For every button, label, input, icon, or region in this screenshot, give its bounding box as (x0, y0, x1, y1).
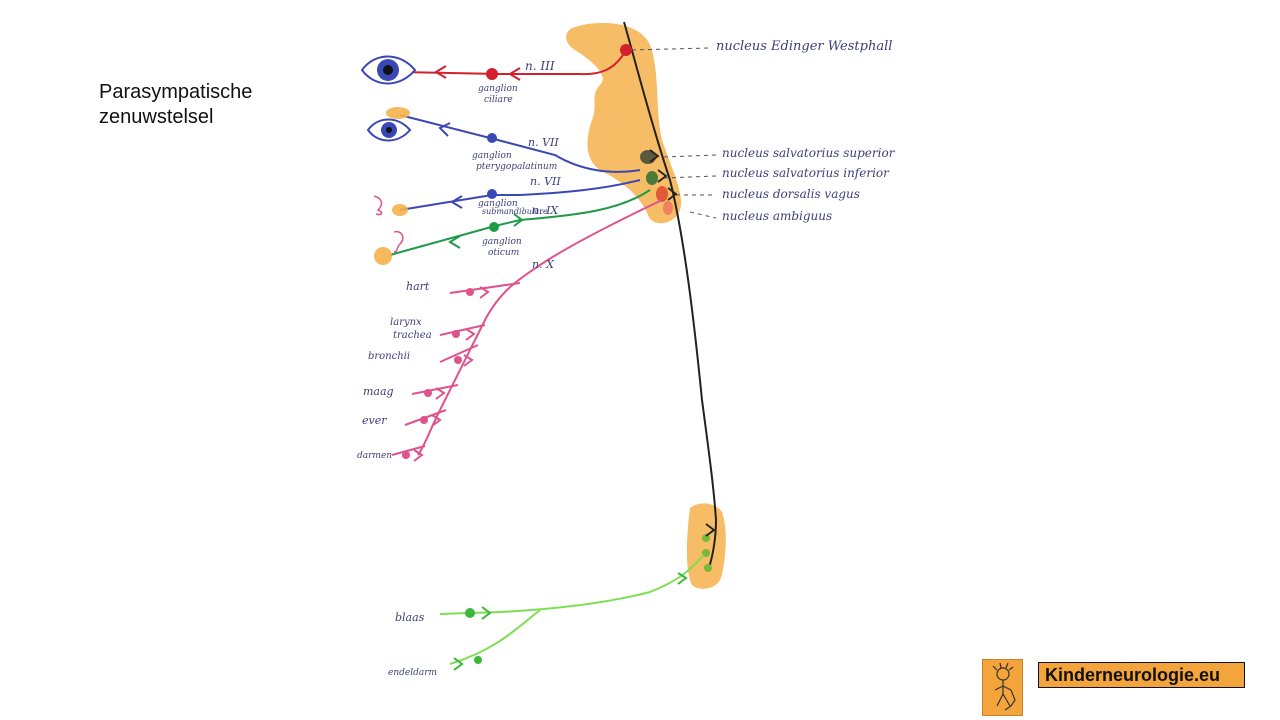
salivary-gland (392, 204, 408, 216)
label-organ-trachea: trachea (393, 330, 432, 341)
ear-icon (393, 230, 404, 253)
parotid-gland (374, 247, 392, 265)
label-ganglion-ciliare-2: ciliare (484, 95, 513, 105)
label-n7a: n. VII (528, 136, 559, 149)
n3-arrow (508, 67, 521, 81)
sacral-branch-endeldarm (449, 609, 541, 665)
label-ganglion-oticum-1: ganglion (482, 237, 522, 247)
label-organ-lever: ever (362, 414, 387, 427)
parasympathetic-diagram: nucleus Edinger Westphall nucleus salvat… (355, 15, 970, 690)
logo-text[interactable]: Kinderneurologie.eu (1038, 662, 1245, 688)
spinal-cord-line (623, 21, 718, 571)
label-organ-bronchii: bronchii (368, 351, 410, 362)
sacral-nucleus-dot-1 (702, 534, 710, 542)
title-line-2: zenuwstelsel (99, 106, 214, 128)
ganglion-blaas-dot (465, 608, 475, 618)
nerve-n7b-path (399, 179, 641, 211)
nucleus-ambiguus-dot (663, 201, 673, 215)
kinderneurologie-logo[interactable]: Kinderneurologie.eu (982, 659, 1247, 716)
label-ganglion-submand-1: ganglion (478, 199, 518, 209)
label-ganglion-ptery-1: ganglion (472, 151, 512, 161)
ganglion-endeldarm-dot (474, 656, 482, 664)
vagus-arrowheads (413, 286, 490, 462)
logo-figure-icon (982, 659, 1023, 716)
sacral-arrowheads (453, 572, 688, 671)
label-nucleus-sal-sup: nucleus salvatorius superior (722, 146, 896, 160)
label-n9: n. IX (532, 204, 559, 217)
n9-arrow (513, 213, 524, 227)
label-nucleus-ambiguus: nucleus ambiguus (722, 209, 832, 223)
label-ganglion-submand-2: submandibulare (482, 207, 548, 216)
nucleus-dorsal-dot (656, 186, 668, 202)
label-n7b: n. VII (530, 175, 561, 188)
label-organ-hart: hart (406, 280, 430, 293)
nerve-n7a-path (399, 114, 641, 173)
sacral-nerve-path (439, 554, 705, 615)
label-organ-endeldarm: endeldarm (388, 668, 437, 678)
sacral-cord-shape (686, 503, 726, 589)
label-n10: n. X (532, 258, 555, 271)
nucleus-arrowheads (649, 149, 716, 537)
nucleus-sal-inf-dot (646, 171, 658, 185)
lacrimal-gland (386, 107, 410, 119)
label-nucleus-dorsal: nucleus dorsalis vagus (722, 187, 860, 201)
label-nucleus-edinger: nucleus Edinger Westphall (716, 39, 892, 54)
label-organ-blaas: blaas (395, 611, 425, 624)
label-ganglion-ptery-2: pterygopalatinum (476, 162, 557, 172)
vagus-branches (391, 282, 521, 456)
label-ganglion-oticum-2: oticum (488, 248, 519, 258)
ganglion-ciliare-dot (486, 68, 498, 80)
slide-title: Parasympatische zenuwstelsel (99, 80, 252, 130)
eye-icon (360, 55, 417, 85)
ganglion-pterygopalatinum-dot (487, 133, 497, 143)
nucleus-leaders (631, 47, 717, 219)
label-ganglion-ciliare-1: ganglion (478, 84, 518, 94)
label-organ-maag: maag (363, 385, 394, 398)
n7a-arrow (438, 122, 451, 137)
label-organ-darmen: darmen (357, 451, 392, 461)
eye-icon-2 (366, 118, 412, 142)
label-n3: n. III (525, 59, 555, 73)
title-line-1: Parasympatische (99, 81, 253, 103)
label-nucleus-sal-inf: nucleus salvatorius inferior (722, 166, 890, 180)
nerve-n9-path (389, 189, 651, 256)
mouth-icon (373, 195, 383, 216)
nerve-n3-path (399, 49, 627, 76)
sacral-nucleus-dot-3 (704, 564, 712, 572)
n3-arrow-2 (434, 65, 447, 79)
n9-arrow-2 (448, 235, 461, 249)
vagus-ganglia (402, 288, 474, 459)
ganglion-submandibulare-dot (487, 189, 497, 199)
n7b-arrow (450, 195, 463, 209)
ganglion-oticum-dot (489, 222, 499, 232)
label-organ-larynx: larynx (390, 317, 422, 328)
